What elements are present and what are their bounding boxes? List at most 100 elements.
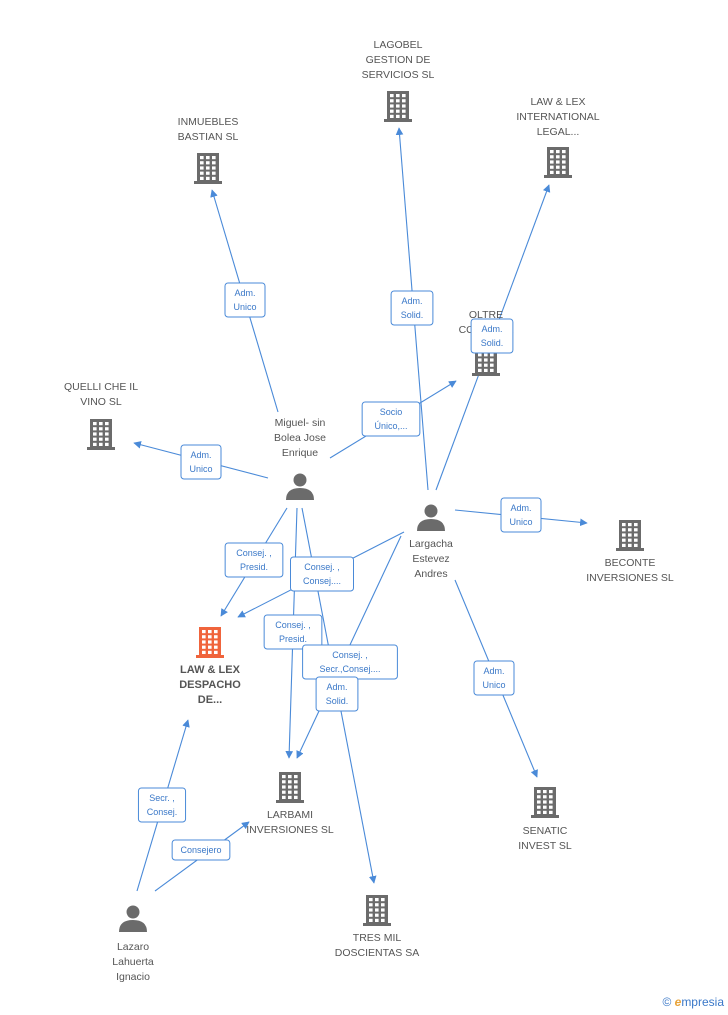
person-icon — [286, 473, 314, 500]
edge-label-box[interactable]: Consej. ,Secr.,Consej.... — [302, 644, 398, 680]
node-label-line: SERVICIOS SL — [362, 69, 435, 81]
node-label-line: Miguel- sin — [275, 417, 326, 429]
brand-name: mpresia — [681, 995, 724, 1009]
node-inmuebles[interactable]: INMUEBLES BASTIAN SL — [178, 116, 239, 184]
building-icon — [384, 91, 412, 122]
edge-label-text: Unico — [509, 517, 532, 527]
edge-label-box[interactable]: Consej. , Consej.... — [290, 556, 354, 592]
edge-label-text: Consej. — [147, 807, 178, 817]
edge-label-text: Adm. — [234, 288, 255, 298]
node-label-line: GESTION DE — [366, 54, 431, 66]
edge-label-text: Consej. , — [304, 562, 340, 572]
edge-label-text: Solid. — [401, 310, 424, 320]
node-label-line: BASTIAN SL — [178, 131, 239, 143]
building-icon — [196, 627, 224, 658]
edge-label-text: Consej. , — [236, 548, 272, 558]
edge-label-box[interactable]: Secr. , Consej. — [137, 787, 187, 823]
node-label-line: OLTRE — [469, 309, 503, 321]
watermark: © empresia — [662, 995, 724, 1009]
building-icon — [616, 520, 644, 551]
edge-label-text: Unico — [233, 302, 256, 312]
node-label-line: Lahuerta — [112, 956, 154, 968]
nodes-layer: LAGOBEL GESTION DE SERVICIOS SL LAW & LEX IN… — [64, 39, 674, 983]
brand-initial: e — [674, 995, 682, 1009]
node-label-line: INVERSIONES SL — [586, 572, 674, 584]
edge-label-text: Consej. , — [332, 650, 368, 660]
edge-label-box[interactable]: Adm. Unico — [500, 497, 542, 533]
building-icon — [194, 153, 222, 184]
edge-label-box[interactable]: Adm. Unico — [180, 444, 222, 480]
edge-label-box[interactable]: Adm. Unico — [224, 282, 266, 318]
node-quelli[interactable]: QUELLI CHE IL VINO SL — [64, 381, 138, 450]
node-beconte[interactable]: BECONTE INVERSIONES SL — [586, 520, 674, 584]
node-label-line: QUELLI CHE IL — [64, 381, 138, 393]
edge-label-text: Consej.... — [303, 576, 341, 586]
person-icon — [119, 905, 147, 932]
node-label-line: Enrique — [282, 447, 318, 459]
node-label-line: DESPACHO — [179, 679, 241, 691]
node-larbami[interactable]: LARBAMI INVERSIONES SL — [246, 772, 334, 836]
edge-label-text: Adm. — [483, 666, 504, 676]
node-lawlexdesp[interactable]: LAW & LEX DESPACHO DE... — [179, 627, 241, 706]
person-icon — [417, 504, 445, 531]
node-label-line: Ignacio — [116, 971, 150, 983]
copyright-symbol: © — [662, 995, 672, 1009]
edge-label-text: Único,... — [374, 421, 407, 431]
edge-label-box[interactable]: Adm. Solid. — [315, 676, 359, 712]
node-lagobel[interactable]: LAGOBEL GESTION DE SERVICIOS SL — [362, 39, 435, 122]
edge-label-text: Consejero — [180, 845, 221, 855]
edge-label-text: Adm. — [190, 450, 211, 460]
edge-label-box[interactable]: Adm. Solid. — [470, 318, 514, 354]
edge-label-text: Solid. — [481, 338, 504, 348]
edge-label-text: Presid. — [279, 634, 307, 644]
edge-label-text: Solid. — [326, 696, 349, 706]
node-label-line: VINO SL — [80, 396, 122, 408]
node-label-line: BECONTE — [605, 557, 656, 569]
building-icon — [276, 772, 304, 803]
edge-label-text: Adm. — [326, 682, 347, 692]
node-label-line: LAGOBEL — [373, 39, 422, 51]
edge-label-box[interactable]: Consej. , Presid. — [224, 542, 284, 578]
node-label-line: LEGAL... — [537, 126, 580, 138]
building-icon — [363, 895, 391, 926]
node-label-line: Lazaro — [117, 941, 149, 953]
node-label-line: LAW & LEX — [180, 664, 241, 676]
node-label-line: TRES MIL — [353, 932, 402, 944]
edge-label-text: Consej. , — [275, 620, 311, 630]
node-label-line: INTERNATIONAL — [516, 111, 599, 123]
edge-label-text: Adm. — [481, 324, 502, 334]
node-label-line: Bolea Jose — [274, 432, 326, 444]
edge-label-box[interactable]: Adm. Unico — [473, 660, 515, 696]
edge-labels-layer: Adm.UnicoAdm.Solid.Adm.Solid.SocioÚnico,… — [137, 282, 542, 861]
edge-label-text: Unico — [482, 680, 505, 690]
node-label-line: Andres — [414, 568, 447, 580]
edge-label-box[interactable]: Consej. , Presid. — [263, 614, 323, 650]
node-label-line: Estevez — [412, 553, 449, 565]
building-icon — [87, 419, 115, 450]
edge-label-text: Presid. — [240, 562, 268, 572]
node-label-line: DE... — [198, 694, 222, 706]
edge-label-text: Secr. , — [149, 793, 175, 803]
edge-label-text: Adm. — [401, 296, 422, 306]
node-label-line: Largacha — [409, 538, 453, 550]
edge-label-text: Socio — [380, 407, 403, 417]
node-label-line: LAW & LEX — [530, 96, 585, 108]
edge-label-box[interactable]: Consejero — [171, 839, 231, 861]
building-icon — [544, 147, 572, 178]
node-label-line: INVERSIONES SL — [246, 824, 334, 836]
edge-label-box[interactable]: SocioÚnico,... — [361, 401, 421, 437]
node-label-line: INVEST SL — [518, 840, 572, 852]
edge-label-text: Adm. — [510, 503, 531, 513]
node-lawlexintl[interactable]: LAW & LEX INTERNATIONAL LEGAL... — [516, 96, 600, 178]
node-label-line: INMUEBLES — [178, 116, 239, 128]
building-icon — [531, 787, 559, 818]
edge-label-box[interactable]: Adm. Solid. — [390, 290, 434, 326]
edge-label-text: Unico — [189, 464, 212, 474]
node-label-line: LARBAMI — [267, 809, 313, 821]
